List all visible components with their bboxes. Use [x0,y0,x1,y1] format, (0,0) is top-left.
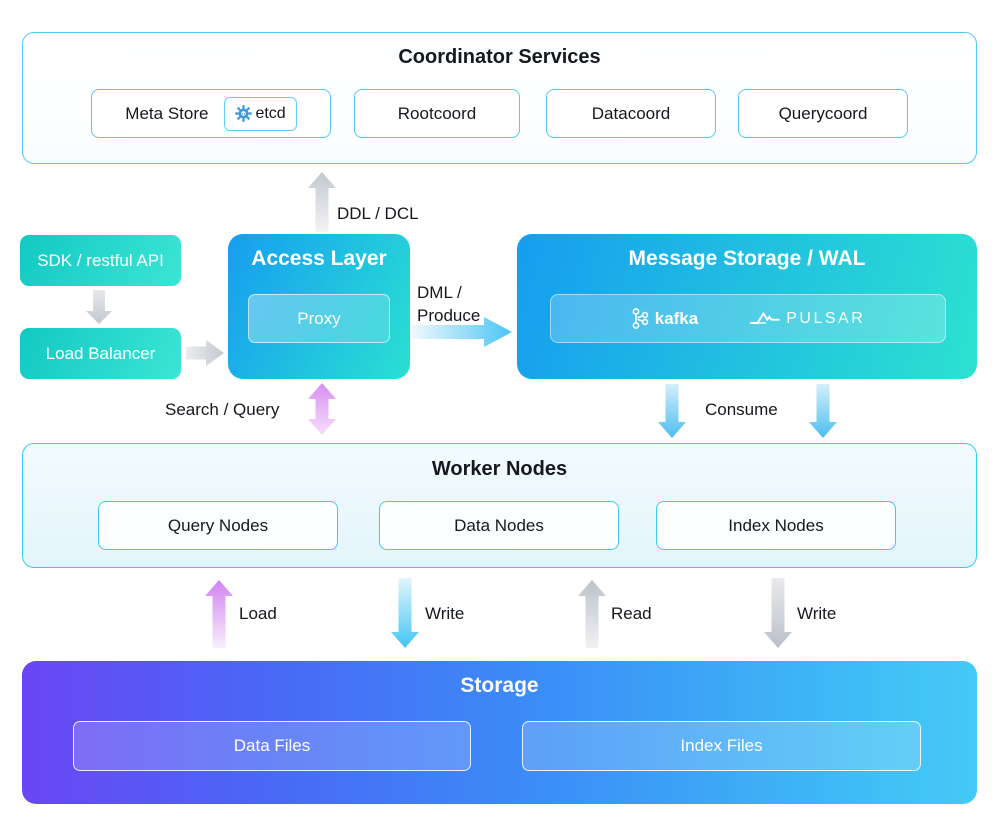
kafka-icon [632,308,648,329]
rootcoord-label: Rootcoord [397,103,477,123]
storage-title: Storage [460,674,539,697]
message-storage-box: Message Storage / WAL kafka [517,234,977,379]
datacoord-box: Datacoord [546,89,716,138]
index-files-label: Index Files [680,736,763,755]
coordinator-services-title: Coordinator Services [398,46,601,68]
sdk-box: SDK / restful API [20,235,181,286]
data-nodes-label: Data Nodes [454,515,544,535]
worker-nodes-title: Worker Nodes [431,458,568,480]
broker-panel: kafka PULSAR [550,294,946,343]
search-query-label: Search / Query [165,400,280,419]
load-balancer-box: Load Balancer [20,328,181,379]
pulsar-icon [750,311,780,324]
load-balancer-label: Load Balancer [45,343,156,363]
querycoord-label: Querycoord [778,103,868,123]
ddl-arrow-icon [308,172,336,232]
data-files-box: Data Files [73,721,471,771]
proxy-box: Proxy [248,294,390,343]
access-layer-title: Access Layer [251,247,387,270]
kafka-label: kafka [654,308,699,328]
load-label: Load [239,604,277,623]
rootcoord-box: Rootcoord [354,89,520,138]
data-nodes-box: Data Nodes [379,501,619,550]
index-nodes-box: Index Nodes [656,501,896,550]
etcd-badge: etcd [224,96,297,131]
write-data-arrow-icon [391,578,419,648]
access-layer-box: Access Layer Proxy [228,234,410,379]
dml-label: DML / Produce [417,283,481,325]
data-files-label: Data Files [233,736,311,755]
worker-nodes-box: Worker Nodes Query Nodes Data Nodes Inde… [22,443,977,568]
search-query-arrow-icon [308,383,336,435]
pulsar-label: PULSAR [786,309,866,327]
consume-arrow-right-icon [809,384,837,438]
index-nodes-label: Index Nodes [728,515,824,535]
datacoord-label: Datacoord [591,103,671,123]
etcd-label: etcd [255,104,286,122]
dml-produce-arrow-icon [412,317,512,347]
write-index-label: Write [797,604,837,623]
etcd-gear-icon [235,105,253,122]
sdk-to-loadbalancer-arrow-icon [86,290,112,324]
coordinator-services-box: Coordinator Services Meta Store [22,32,977,164]
proxy-label: Proxy [297,308,341,328]
kafka-logo: kafka [631,307,698,330]
write-data-label: Write [425,604,465,623]
write-index-arrow-icon [764,578,792,648]
storage-box: Storage Data Files Index Files [22,661,977,804]
read-arrow-icon [578,580,606,648]
index-files-box: Index Files [522,721,921,771]
meta-store-box: Meta Store [91,89,331,138]
consume-label: Consume [705,400,778,419]
read-label: Read [611,604,652,623]
loadbalancer-to-access-arrow-icon [186,340,224,366]
sdk-label: SDK / restful API [37,250,164,270]
query-nodes-box: Query Nodes [98,501,338,550]
ddl-label: DDL / DCL [337,204,419,223]
querycoord-box: Querycoord [738,89,908,138]
message-storage-title: Message Storage / WAL [628,247,866,270]
consume-arrow-left-icon [658,384,686,438]
meta-store-label: Meta Store [125,103,209,123]
pulsar-logo: PULSAR [750,310,865,328]
query-nodes-label: Query Nodes [167,515,269,535]
load-arrow-icon [205,580,233,648]
